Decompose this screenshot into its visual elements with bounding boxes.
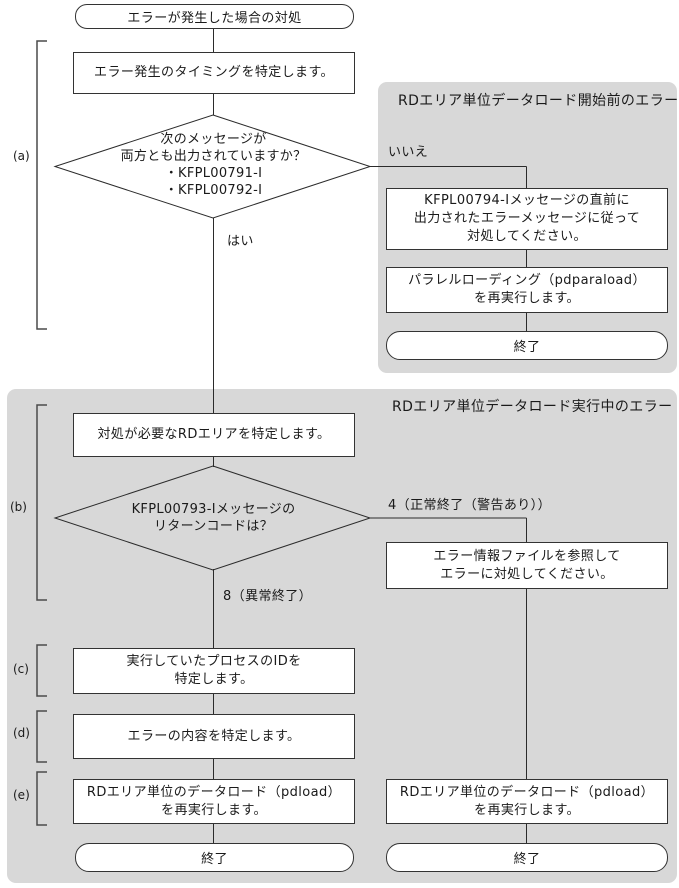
branch-label-yes: はい: [227, 234, 254, 249]
side-label-b: (b): [10, 500, 27, 514]
decision-a-line3: ・KFPL00791-I: [164, 166, 263, 181]
panel-before-title: RDエリア単位データロード開始前のエラー: [398, 93, 679, 109]
step-kfpl00794: KFPL00794-Iメッセージの直前に 出力されたエラーメッセージに従って 対…: [386, 188, 668, 250]
bracket-b: [36, 404, 47, 601]
bracket-d: [36, 710, 47, 763]
step-kfpl00794-line2: 出力されたエラーメッセージに従って: [413, 211, 641, 226]
side-label-a: (a): [13, 149, 30, 163]
step-identify-rdarea: 対処が必要なRDエリアを特定します。: [73, 413, 355, 457]
step-error-info-line2: エラーに対処してください。: [440, 566, 614, 582]
decision-b-line1: KFPL00793-Iメッセージの: [131, 502, 296, 517]
step-identify-error: エラーの内容を特定します。: [73, 714, 355, 759]
bracket-a: [36, 40, 47, 330]
decision-b-text: KFPL00793-Iメッセージの リターンコードは？: [63, 501, 364, 535]
bracket-c: [36, 644, 47, 697]
terminator-end-before: 終了: [386, 331, 668, 360]
step-kfpl00794-line1: KFPL00794-Iメッセージの直前に: [424, 193, 630, 208]
decision-a-line4: ・KFPL00792-I: [164, 183, 263, 198]
side-label-c: (c): [13, 662, 29, 676]
decision-b-diamond: [53, 465, 372, 571]
step-text: エラー発生のタイミングを特定します。: [94, 65, 334, 80]
step-identify-process-id: 実行していたプロセスのIDを 特定します。: [73, 648, 355, 694]
step-identify-timing: エラー発生のタイミングを特定します。: [73, 52, 355, 94]
decision-a-line1: 次のメッセージが: [160, 132, 267, 147]
step-pdparaload-line2: を再実行します。: [474, 291, 580, 306]
bracket-e: [36, 771, 47, 826]
terminator-end-left: 終了: [75, 843, 354, 872]
terminator-start: エラーが発生した場合の対処: [75, 4, 354, 29]
step-identify-process-line1: 実行していたプロセスのIDを: [126, 654, 302, 669]
side-label-d: (d): [13, 726, 30, 740]
terminator-end-right: 終了: [386, 843, 668, 872]
step-pdload-left-line2: を再実行します。: [161, 802, 267, 818]
branch-label-no: いいえ: [388, 145, 429, 160]
decision-b-line2: リターンコードは？: [153, 519, 274, 534]
decision-a-line2: 両方とも出力されていますか？: [120, 149, 307, 164]
step-pdload-right-line1: RDエリア単位のデータロード（pdload）: [399, 784, 655, 800]
branch-label-rc8: 8（異常終了）: [223, 589, 313, 604]
step-pdload-left-line1: RDエリア単位のデータロード（pdload）: [86, 784, 342, 800]
step-error-info-line1: エラー情報ファイルを参照して: [433, 548, 621, 564]
panel-during-title: RDエリア単位データロード実行中のエラー: [392, 399, 673, 415]
step-pdparaload: パラレルローディング（pdparaload） を再実行します。: [386, 267, 668, 313]
step-kfpl00794-line3: 対処してください。: [467, 229, 587, 244]
step-pdload-rerun-right: RDエリア単位のデータロード（pdload） を再実行します。: [386, 779, 668, 824]
step-pdload-right-line2: を再実行します。: [474, 802, 580, 818]
step-text: エラーの内容を特定します。: [127, 728, 301, 744]
branch-label-rc4: 4（正常終了（警告あり））: [388, 498, 551, 513]
side-label-e: (e): [13, 788, 30, 802]
step-identify-process-line2: 特定します。: [174, 672, 254, 687]
step-pdload-rerun-left: RDエリア単位のデータロード（pdload） を再実行します。: [73, 779, 355, 824]
step-error-info-file: エラー情報ファイルを参照して エラーに対処してください。: [386, 542, 668, 589]
decision-a-diamond: [53, 114, 372, 219]
decision-a-text: 次のメッセージが 両方とも出力されていますか？ ・KFPL00791-I ・KF…: [63, 131, 364, 199]
step-text: 対処が必要なRDエリアを特定します。: [97, 427, 331, 442]
step-pdparaload-line1: パラレルローディング（pdparaload）: [408, 273, 646, 288]
